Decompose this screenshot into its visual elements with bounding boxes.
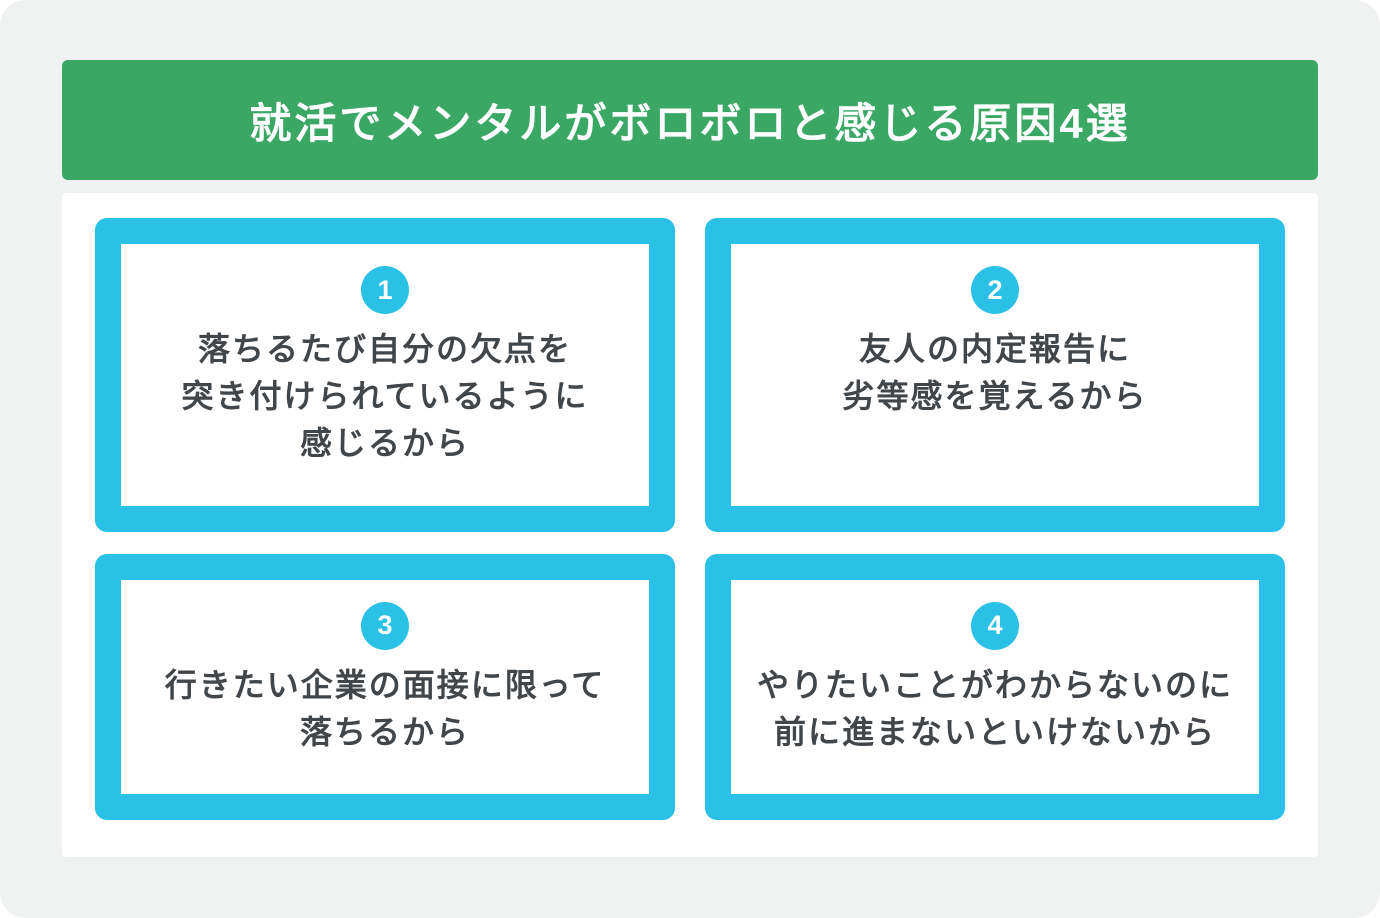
card-text-line: 感じるから: [299, 425, 470, 461]
header-banner: 就活でメンタルがボロボロと感じる原因4選: [62, 60, 1318, 180]
number-badge-3: 3: [361, 601, 409, 650]
card-text-line: 落ちるから: [299, 713, 470, 750]
card-text-line: 突き付けられているように: [181, 378, 589, 414]
number-badge-2: 2: [971, 266, 1019, 314]
card-text-line: 前に進まないといけないから: [773, 713, 1216, 750]
card-text-4: やりたいことがわからないのに 前に進まないといけないから: [757, 662, 1233, 756]
card-text-2: 友人の内定報告に 劣等感を覚えるから: [842, 326, 1147, 420]
card-text-3: 行きたい企業の面接に限って 落ちるから: [165, 662, 605, 756]
reason-card-1: 1 落ちるたび自分の欠点を 突き付けられているように 感じるから: [95, 218, 675, 532]
number-badge-4: 4: [971, 601, 1019, 650]
card-text-1: 落ちるたび自分の欠点を 突き付けられているように 感じるから: [181, 326, 588, 467]
card-text-line: 劣等感を覚えるから: [842, 378, 1148, 414]
reason-card-2: 2 友人の内定報告に 劣等感を覚えるから: [705, 218, 1285, 532]
content-panel: 1 落ちるたび自分の欠点を 突き付けられているように 感じるから 2 友人の内定…: [62, 193, 1318, 857]
card-text-line: 友人の内定報告に: [858, 331, 1131, 367]
cards-grid: 1 落ちるたび自分の欠点を 突き付けられているように 感じるから 2 友人の内定…: [95, 218, 1285, 820]
page-title: 就活でメンタルがボロボロと感じる原因4選: [249, 99, 1131, 147]
card-text-line: やりたいことがわからないのに: [756, 666, 1233, 703]
card-text-line: 行きたい企業の面接に限って: [164, 666, 606, 703]
number-badge-1: 1: [361, 266, 409, 314]
card-text-line: 落ちるたび自分の欠点を: [197, 331, 572, 367]
reason-card-4: 4 やりたいことがわからないのに 前に進まないといけないから: [705, 553, 1285, 820]
reason-card-3: 3 行きたい企業の面接に限って 落ちるから: [95, 553, 675, 820]
